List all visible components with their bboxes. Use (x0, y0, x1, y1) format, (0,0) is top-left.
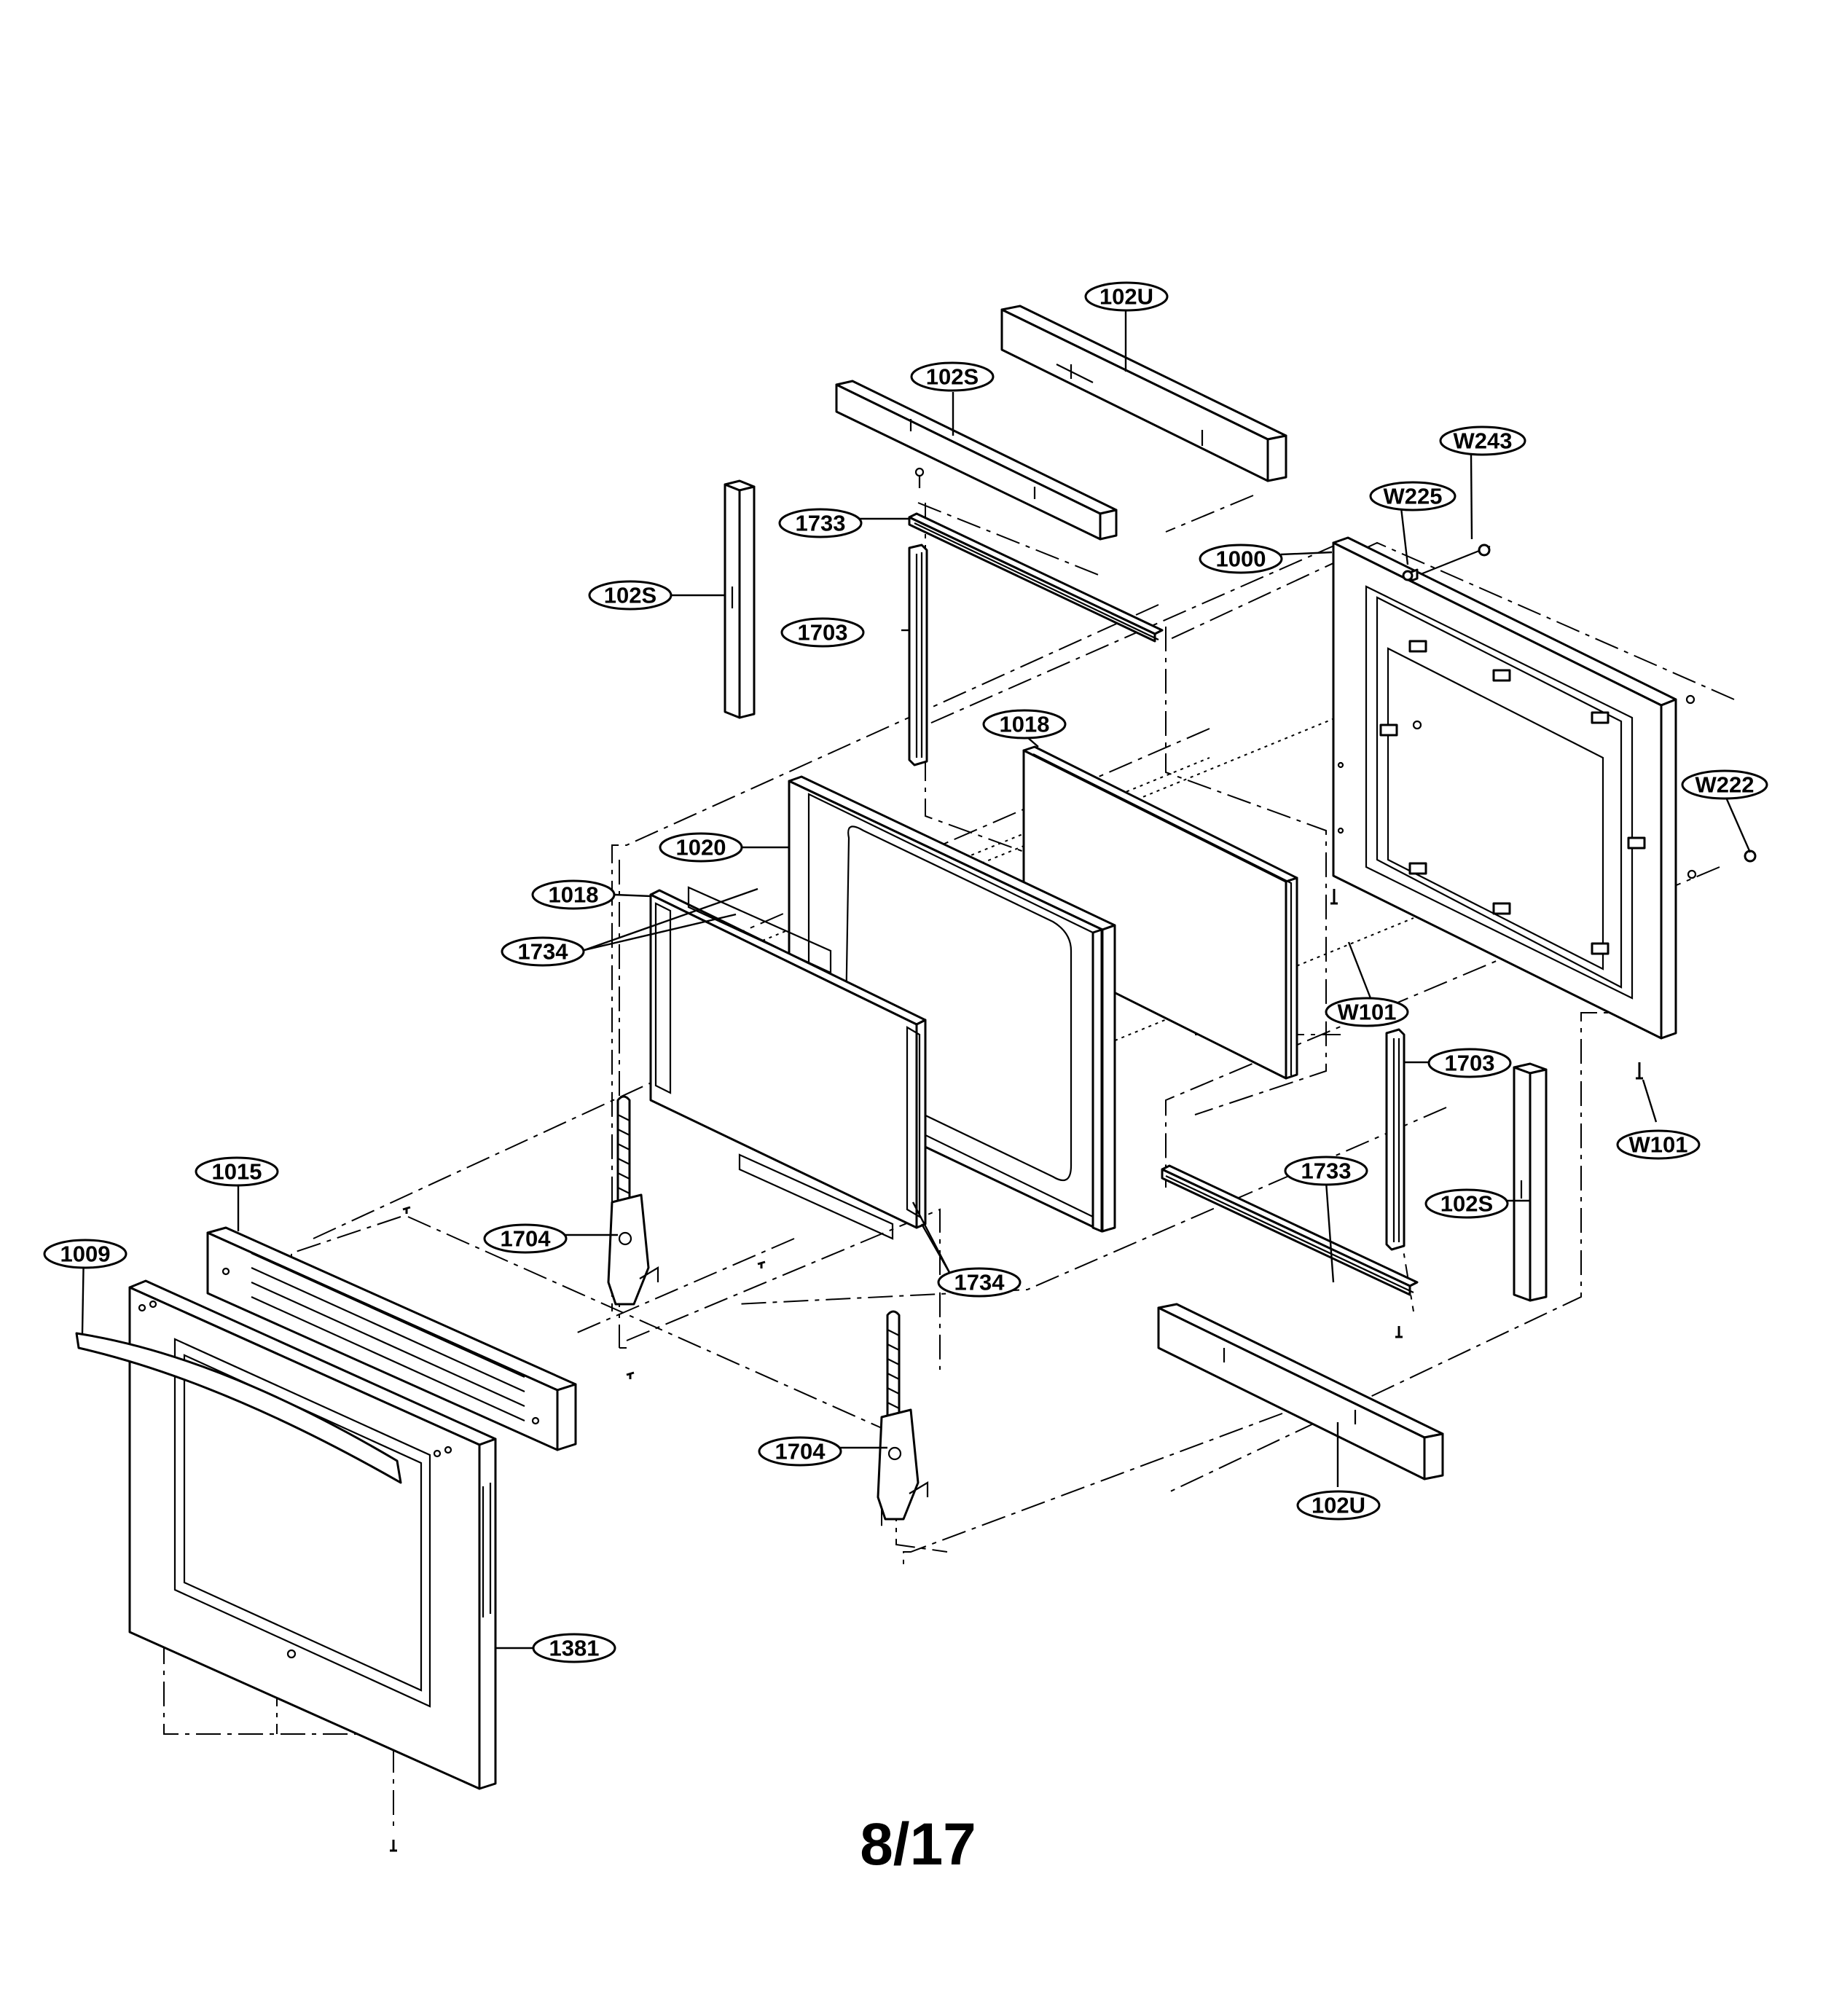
page-number: 8/17 (860, 1811, 976, 1878)
strip-102U-top (1000, 305, 1287, 482)
outer-door-1381 (128, 1279, 497, 1790)
callouts: 102U 102S W243 W225 1733 1000 102S 1703 (43, 281, 1768, 1663)
leader-lines (81, 310, 1752, 1650)
svg-text:W222: W222 (1695, 772, 1755, 798)
svg-text:1704: 1704 (501, 1226, 552, 1252)
callout-1018-left: 1018 (531, 879, 616, 910)
callout-W243: W243 (1439, 425, 1526, 456)
callout-102S-left: 102S (588, 580, 673, 611)
svg-text:W225: W225 (1384, 484, 1443, 509)
svg-text:W101: W101 (1629, 1132, 1688, 1158)
svg-text:W101: W101 (1338, 1000, 1397, 1025)
callout-1000: 1000 (1199, 544, 1283, 574)
channel-1703-top (908, 544, 928, 766)
svg-text:1703: 1703 (798, 620, 848, 646)
callout-W101-top: W101 (1325, 997, 1409, 1027)
svg-text:1704: 1704 (775, 1439, 826, 1464)
callout-102U-bottom: 102U (1296, 1490, 1381, 1521)
svg-text:1381: 1381 (549, 1636, 600, 1661)
strip-102U-bottom (1157, 1303, 1444, 1480)
strip-102S-top (835, 380, 1118, 541)
callout-1704-top: 1704 (483, 1223, 568, 1254)
callout-1733-top: 1733 (778, 508, 863, 538)
callout-102U-top: 102U (1084, 281, 1169, 312)
door-liner-1000 (1332, 536, 1677, 1040)
svg-text:102S: 102S (1440, 1191, 1493, 1217)
svg-text:1009: 1009 (60, 1242, 111, 1267)
callout-W225: W225 (1369, 481, 1457, 511)
post-102S-left (724, 479, 756, 719)
svg-text:1018: 1018 (549, 882, 599, 908)
callout-1703-bottom: 1703 (1427, 1048, 1512, 1078)
rail-1733-top (908, 467, 1164, 643)
svg-text:1734: 1734 (954, 1270, 1005, 1295)
svg-text:1733: 1733 (1301, 1158, 1352, 1184)
svg-text:1734: 1734 (518, 939, 569, 965)
callout-1734-bottom: 1734 (937, 1267, 1022, 1298)
callout-1733-bottom: 1733 (1284, 1156, 1368, 1186)
callout-102S-right: 102S (1424, 1188, 1509, 1219)
svg-text:1020: 1020 (676, 835, 726, 860)
callout-1009: 1009 (43, 1239, 128, 1269)
vent-strip-1015 (206, 1226, 577, 1451)
callout-1018-right: 1018 (982, 709, 1067, 740)
glass-1018-left (649, 886, 927, 1240)
callout-1020: 1020 (659, 832, 743, 863)
callout-1381: 1381 (532, 1633, 616, 1663)
handle-1009 (75, 1332, 402, 1484)
callout-1703-top: 1703 (780, 617, 865, 648)
svg-text:1703: 1703 (1445, 1051, 1495, 1076)
hinge-1704-top (607, 1095, 659, 1306)
callout-1734-top: 1734 (501, 936, 585, 967)
callout-1015: 1015 (195, 1156, 279, 1187)
svg-text:102S: 102S (604, 583, 656, 608)
glass-1018-right (1022, 745, 1298, 1080)
svg-text:102U: 102U (1312, 1493, 1365, 1518)
hinge-1704-bottom (877, 1310, 929, 1521)
callout-W222: W222 (1681, 769, 1768, 800)
svg-text:1015: 1015 (212, 1159, 262, 1185)
svg-text:1733: 1733 (796, 511, 846, 536)
callout-1704-bottom: 1704 (758, 1436, 842, 1467)
svg-text:102S: 102S (926, 364, 979, 390)
svg-text:1018: 1018 (1000, 712, 1050, 737)
svg-text:102U: 102U (1099, 284, 1153, 310)
channel-1703-bottom (1385, 1028, 1406, 1251)
callout-102S-top: 102S (910, 361, 995, 392)
callout-W101-bottom: W101 (1616, 1129, 1701, 1160)
rail-1733-bottom (1161, 1164, 1419, 1296)
svg-text:1000: 1000 (1216, 546, 1266, 572)
post-102S-right (1513, 1062, 1548, 1302)
svg-text:W243: W243 (1454, 428, 1513, 454)
